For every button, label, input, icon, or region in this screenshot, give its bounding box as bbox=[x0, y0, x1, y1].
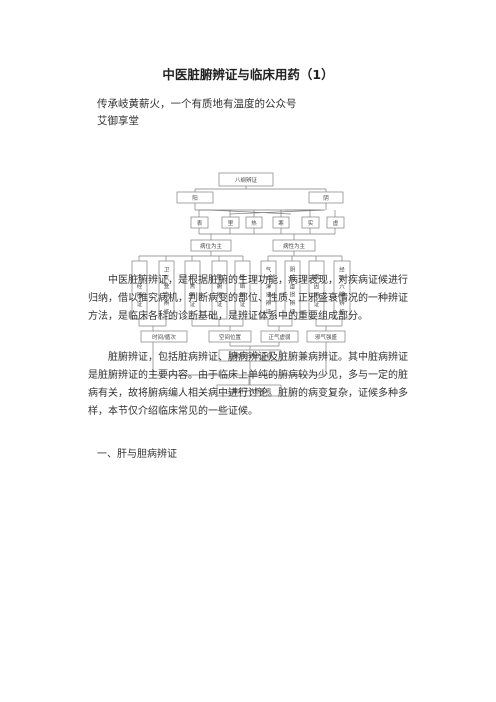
page-title: 中医脏腑辨证与临床用药（1） bbox=[162, 67, 334, 82]
paragraph-2: 脏腑辨证，包括脏病辨证、腑病辨证及脏腑兼病辨证。其中脏病辨证是脏腑辨证的主要内容… bbox=[88, 352, 408, 417]
paragraph-1: 中医脏腑辨证，是根据脏腑的生理功能，病理表现，对疾病证候进行归纳，借以推究病机，… bbox=[88, 275, 408, 322]
box-bottom-2 bbox=[260, 330, 299, 343]
box-col-7 bbox=[308, 260, 325, 320]
box-col-1 bbox=[158, 260, 175, 320]
box-col-2 bbox=[184, 260, 201, 320]
box-bottom-0 bbox=[140, 330, 188, 343]
diagram-row2-3: 寒 bbox=[278, 219, 284, 227]
diagram-connectors bbox=[138, 186, 343, 385]
diagram-column-5: 气血津液辨证 bbox=[266, 266, 272, 316]
box-row2-1 bbox=[221, 216, 240, 229]
diagram-row2-0: 表 bbox=[197, 219, 203, 227]
subtitle-account: 传承岐黄薪火，一个有质地有温度的公众号 bbox=[97, 98, 297, 110]
diagram-merge1: 主要用于内伤杂病 bbox=[228, 352, 273, 360]
diagram-merge2: 主要用于外感疾病 bbox=[227, 387, 272, 395]
section-heading: 一、肝与胆病辨证 bbox=[97, 449, 177, 460]
box-col-4 bbox=[234, 260, 251, 320]
diagram-column-8: 经络六淫辨证 bbox=[339, 266, 345, 316]
diagram-top-label: 八纲辨证 bbox=[235, 176, 258, 184]
diagram-yin-label: 阴 bbox=[323, 194, 329, 202]
box-col-0 bbox=[131, 260, 148, 320]
box-col-3 bbox=[211, 260, 228, 320]
box-col-6 bbox=[284, 260, 301, 320]
diagram-right-group: 病性为主 bbox=[283, 242, 306, 250]
diagram-column-3: 脏腑辨证 bbox=[217, 273, 223, 308]
diagram-column-2: 三焦辨证 bbox=[190, 274, 196, 308]
box-col-5 bbox=[260, 260, 277, 320]
diagram-row2-4: 实 bbox=[308, 219, 314, 227]
diagram-column-7: 病因辨证 bbox=[314, 273, 320, 308]
diagram-bottom-2: 正气虚弱 bbox=[268, 333, 291, 341]
box-row2-4 bbox=[301, 216, 320, 229]
subtitle-name: 艾御享堂 bbox=[97, 115, 139, 127]
diagram-column-6: 阴阳虚损辨证 bbox=[290, 266, 296, 316]
diagram-bottom-3: 邪气强盛 bbox=[315, 333, 338, 341]
diagram-column-0: 六经辨证 bbox=[137, 273, 143, 308]
diagram-yang-label: 阳 bbox=[192, 194, 198, 202]
diagram-bottom-1: 空间位置 bbox=[219, 333, 242, 341]
diagram-column-labels: 六经辨证 卫气营血辨证 三焦辨证 脏腑辨证 经络辨证 气血津液辨证 阴阳虚损辨证 病因辨证 经络… bbox=[137, 266, 346, 316]
diagram-column-1: 卫气营血辨证 bbox=[164, 267, 170, 316]
diagram-bottom-0: 时间/循次 bbox=[152, 333, 176, 341]
box-row2-5 bbox=[326, 216, 345, 229]
diagram-left-group: 病位为主 bbox=[200, 242, 223, 250]
syndrome-differentiation-diagram: 八纲辨证 阳 阴 表 里 热 寒 实 虚 病位为主 病性为主 时间/循次 空间位… bbox=[131, 172, 351, 397]
diagram-row2-2: 热 bbox=[251, 219, 257, 227]
box-row2-0 bbox=[190, 216, 209, 229]
diagram-row2-5: 虚 bbox=[333, 219, 339, 227]
diagram-row2-1: 里 bbox=[228, 220, 234, 227]
diagram-column-4: 经络辨证 bbox=[240, 273, 246, 308]
